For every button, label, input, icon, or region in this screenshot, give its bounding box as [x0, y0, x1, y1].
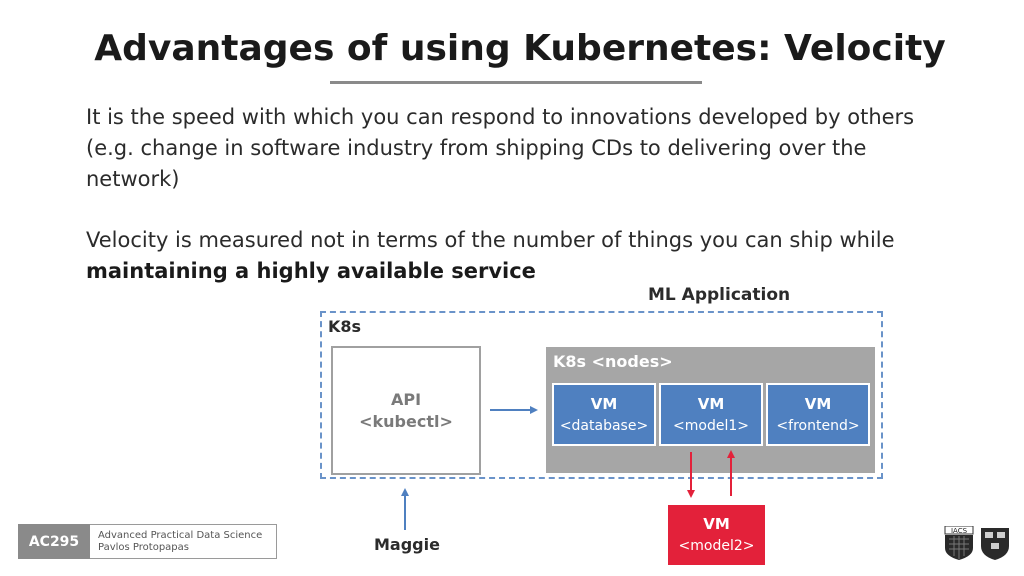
k8s-cluster-boundary: [320, 311, 883, 479]
vm-role: <model2>: [678, 538, 755, 554]
vm-model1: VM <model1>: [659, 383, 763, 446]
vm-title: VM: [590, 394, 618, 413]
vm-role: <model1>: [673, 417, 749, 434]
velocity-definition: It is the speed with which you can respo…: [86, 105, 915, 191]
velocity-measure-emphasis: maintaining a highly available service: [86, 259, 536, 283]
course-code: AC295: [18, 524, 90, 559]
vm-model2-new: VM <model2>: [668, 505, 765, 565]
vm-title: VM: [703, 515, 730, 533]
instructor-name: Pavlos Protopapas: [98, 542, 189, 553]
user-maggie-label: Maggie: [374, 535, 440, 554]
vm-title: VM: [804, 394, 832, 413]
iacs-shield-logo: IACS: [944, 526, 974, 560]
logo-text: IACS: [951, 527, 968, 535]
k8s-label: K8s: [328, 317, 362, 336]
vm-role: <database>: [559, 417, 649, 434]
vm-database: VM <database>: [552, 383, 656, 446]
ml-application-label: ML Application: [648, 285, 791, 305]
slide-title: Advantages of using Kubernetes: Velocity: [94, 28, 946, 69]
vm-frontend: VM <frontend>: [766, 383, 870, 446]
vm-title: VM: [697, 394, 725, 413]
api-label: API: [390, 389, 422, 409]
harvard-shield-logo: [981, 528, 1009, 560]
title-underline: [330, 81, 702, 84]
course-name: Advanced Practical Data Science: [98, 530, 263, 541]
velocity-measure-prefix: Velocity is measured not in terms of the…: [86, 228, 895, 252]
vm-role: <frontend>: [776, 417, 860, 434]
kubectl-label: <kubectl>: [359, 411, 453, 431]
velocity-measure: Velocity is measured not in terms of the…: [86, 225, 936, 287]
course-info: Advanced Practical Data Science Pavlos P…: [98, 530, 262, 554]
api-kubectl-box: API <kubectl>: [331, 346, 481, 475]
k8s-nodes-label: K8s <nodes>: [553, 352, 673, 371]
